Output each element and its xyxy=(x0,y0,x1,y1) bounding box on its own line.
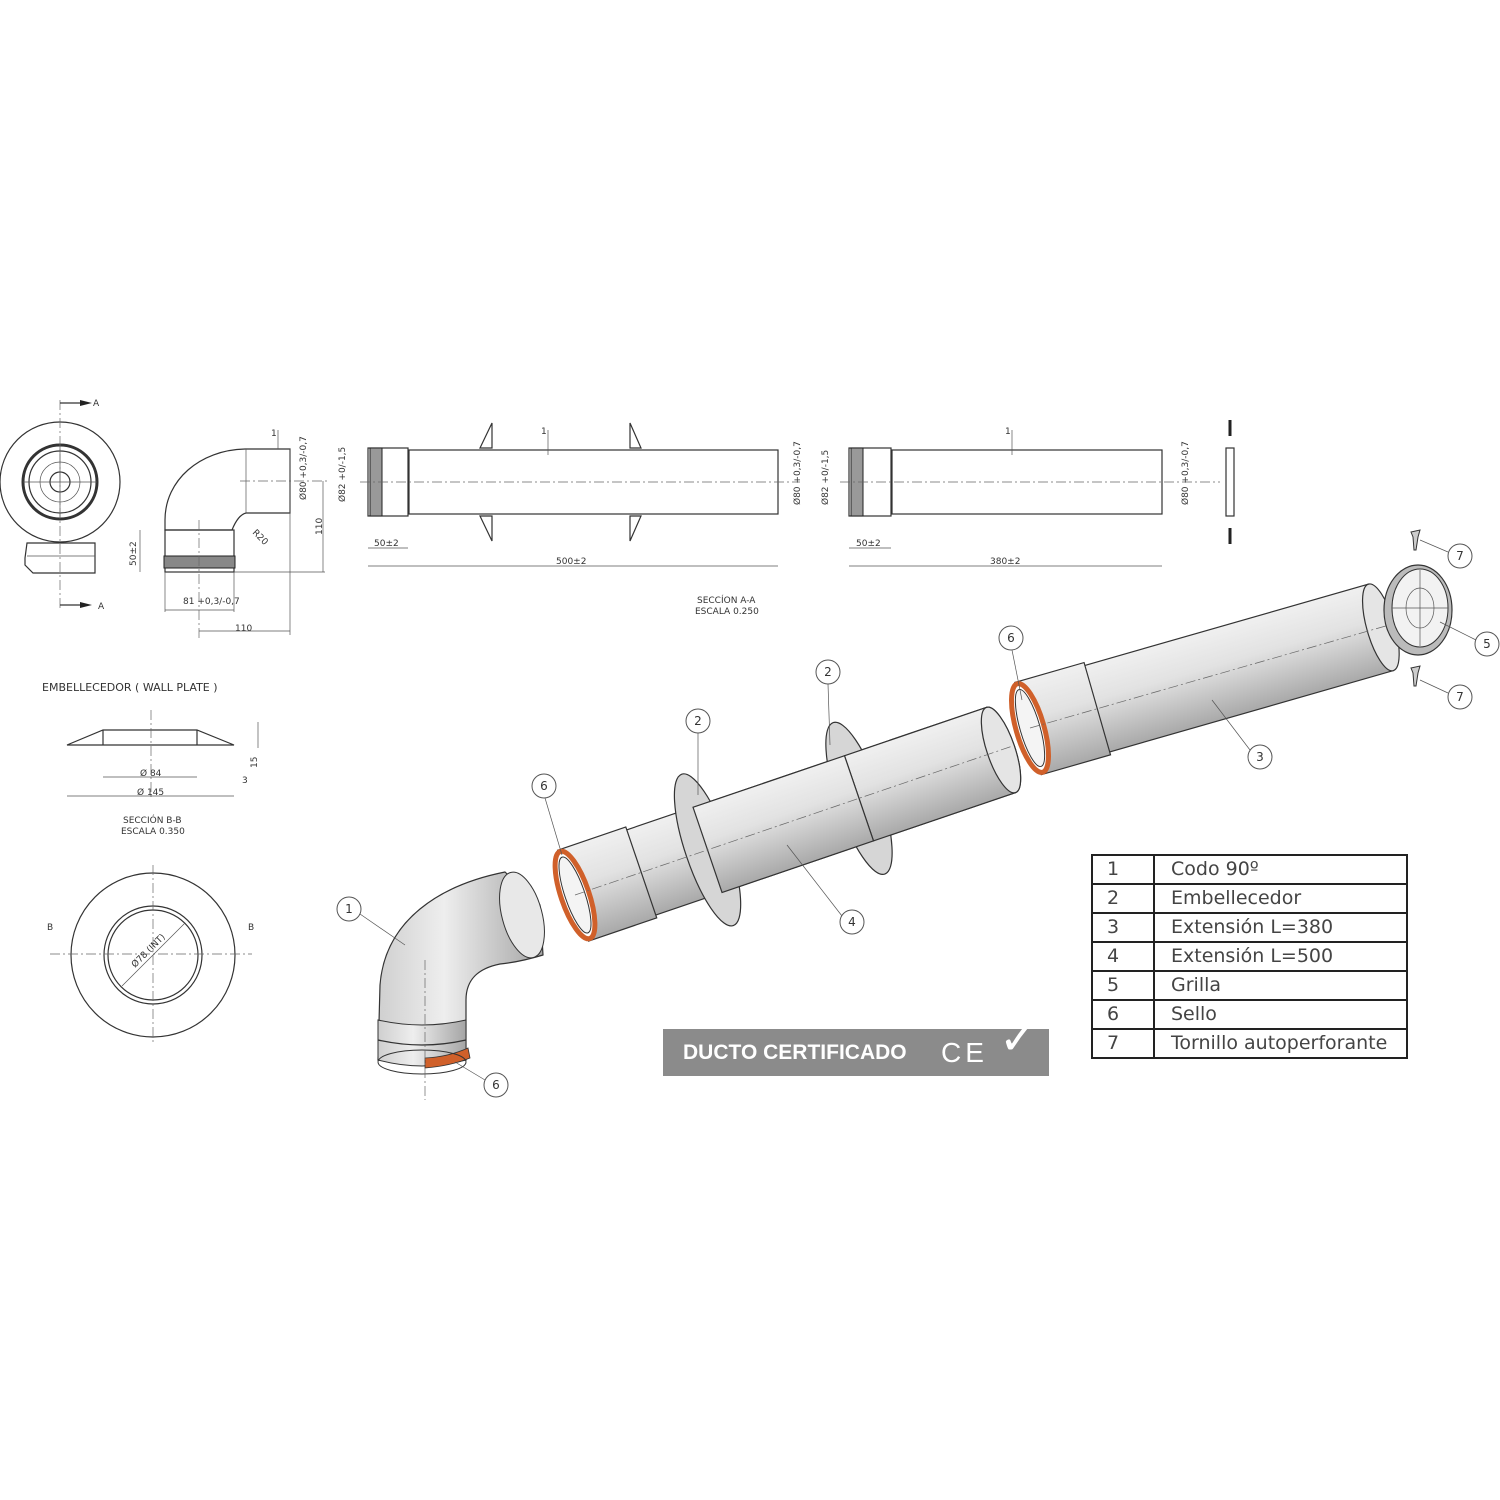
socket-length-dim: 50±2 xyxy=(374,539,399,549)
part-name: Extensión L=380 xyxy=(1153,912,1408,943)
extension-380-iso xyxy=(1009,583,1400,776)
badge-text: DUCTO CERTIFICADO xyxy=(683,1041,907,1064)
svg-text:7: 7 xyxy=(1456,549,1464,563)
svg-text:6: 6 xyxy=(1007,631,1015,645)
elbow-iso xyxy=(377,871,545,1100)
callout-7: 7 xyxy=(1419,539,1473,569)
svg-text:5: 5 xyxy=(1483,637,1491,651)
part-name: Grilla xyxy=(1153,970,1408,1001)
part-number: 7 xyxy=(1091,1028,1155,1059)
part-number: 1 xyxy=(1091,854,1155,885)
elbow-side-view: 1 Ø80 +0,3/-0,7 Ø82 +0/-1,5 110 R20 50±2… xyxy=(129,429,348,640)
width-dim: 110 xyxy=(235,624,252,634)
part-number: 2 xyxy=(1091,883,1155,914)
section-scale: ESCALA 0.350 xyxy=(121,827,185,837)
ce-mark-icon: CE xyxy=(941,1037,988,1068)
section-label: A xyxy=(93,399,100,409)
dia-socket-dim: Ø82 +0/-1,5 xyxy=(337,447,348,502)
section-label: A xyxy=(98,602,105,612)
part-number: 3 xyxy=(1091,912,1155,943)
length-dim: 380±2 xyxy=(990,557,1020,567)
socket-length-dim: 50±2 xyxy=(129,541,139,566)
grille-side xyxy=(1225,447,1235,517)
part-number: 4 xyxy=(1091,941,1155,972)
dia-outer-dim: Ø80 +0,3/-0,7 xyxy=(298,436,309,500)
callout-1: 1 xyxy=(336,896,406,946)
grille-iso xyxy=(1383,564,1453,656)
svg-text:3: 3 xyxy=(1256,750,1264,764)
extension-380-section: 1 50±2 380±2 Ø80 +0,3/-0,7 xyxy=(840,420,1235,567)
outer-dia-dim: Ø 145 xyxy=(137,787,164,798)
part-name: Extensión L=500 xyxy=(1153,941,1408,972)
svg-text:1: 1 xyxy=(345,902,353,916)
callout-7: 7 xyxy=(1419,679,1473,710)
callout-4: 4 xyxy=(786,844,865,935)
height-dim: 110 xyxy=(315,518,325,535)
wall-dim: 1 xyxy=(1005,427,1011,437)
extension-500-iso xyxy=(552,706,1022,942)
section-label: B xyxy=(248,923,254,933)
part-name: Embellecedor xyxy=(1153,883,1408,914)
check-icon: ✓ xyxy=(999,1012,1038,1064)
callout-2: 2 xyxy=(685,708,711,795)
dia-outer-dim: Ø80 +0,3/-0,7 xyxy=(792,441,803,505)
radius-dim: R20 xyxy=(250,528,270,548)
svg-text:6: 6 xyxy=(540,779,548,793)
callout-6: 6 xyxy=(998,625,1024,701)
callout-5: 5 xyxy=(1439,621,1500,657)
part-number: 5 xyxy=(1091,970,1155,1001)
svg-text:4: 4 xyxy=(848,915,856,929)
section-title: SECCIÓN B-B xyxy=(123,814,182,826)
svg-text:2: 2 xyxy=(694,714,702,728)
part-name: Sello xyxy=(1153,999,1408,1030)
part-number: 6 xyxy=(1091,999,1155,1030)
wall-plate-title: EMBELLECEDOR ( WALL PLATE ) xyxy=(42,681,218,694)
section-label: B xyxy=(47,923,53,933)
callout-2: 2 xyxy=(815,659,841,746)
isometric-assembly xyxy=(377,529,1453,1100)
callout-6: 6 xyxy=(454,1061,509,1098)
part-name: Codo 90º xyxy=(1153,854,1408,885)
inner-dia-dim: Ø 84 xyxy=(140,768,162,779)
svg-text:6: 6 xyxy=(492,1078,500,1092)
inner-dia-int-dim: Ø78 (INT) xyxy=(129,932,167,970)
svg-text:7: 7 xyxy=(1456,690,1464,704)
callout-6: 6 xyxy=(531,773,563,856)
dia-socket-dim: Ø82 +0/-1,5 xyxy=(820,450,831,505)
callout-3: 3 xyxy=(1211,699,1273,770)
length-dim: 500±2 xyxy=(556,557,586,567)
certified-duct-badge: DUCTO CERTIFICADO CE ✓ xyxy=(663,1015,1049,1076)
section-scale: ESCALA 0.250 xyxy=(695,607,759,617)
socket-length-dim: 50±2 xyxy=(856,539,881,549)
part-name: Tornillo autoperforante xyxy=(1153,1028,1408,1059)
wall-dim: 1 xyxy=(271,429,277,439)
height-dim: 15 xyxy=(250,757,260,768)
thickness-dim: 3 xyxy=(242,776,248,786)
wall-plate-drawing: EMBELLECEDOR ( WALL PLATE ) Ø 84 Ø 145 1… xyxy=(42,681,260,1045)
screw-iso xyxy=(1410,665,1421,687)
svg-text:2: 2 xyxy=(824,665,832,679)
elbow-front-view: A A xyxy=(0,399,121,612)
extension-500-section: 1 50±2 500±2 Ø80 +0,3/-0,7 Ø82 +0/-1,5 S… xyxy=(360,422,831,617)
screw-iso xyxy=(1410,529,1421,551)
bottom-dia-dim: 81 +0,3/-0,7 xyxy=(183,597,240,607)
section-title: SECCÍON A-A xyxy=(697,594,756,606)
wall-dim: 1 xyxy=(541,427,547,437)
dia-outer-dim: Ø80 +0,3/-0,7 xyxy=(1180,441,1191,505)
